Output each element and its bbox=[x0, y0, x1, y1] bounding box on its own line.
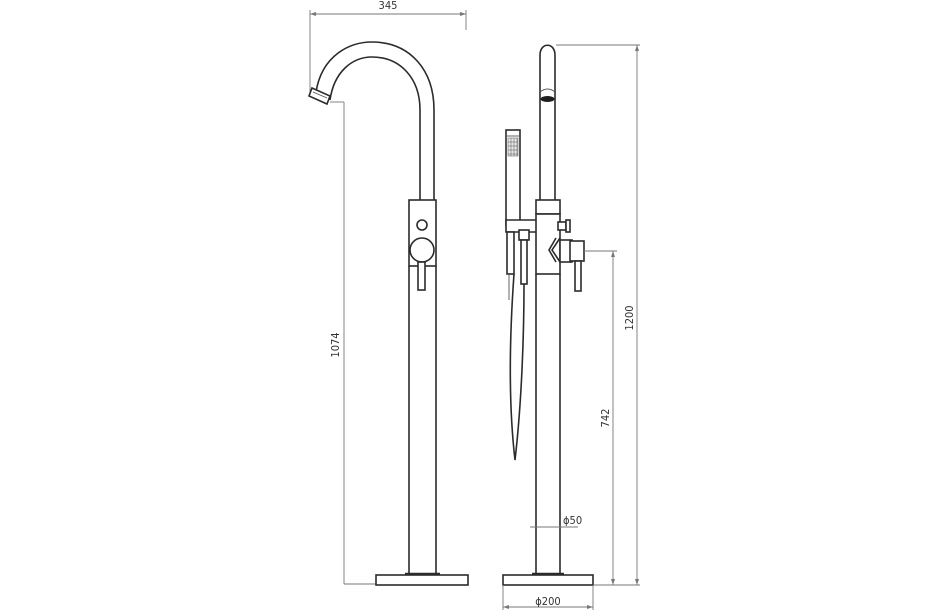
dimension-lever-height: 742 bbox=[584, 250, 617, 585]
column bbox=[408, 266, 437, 574]
dimension-label-phi50: ϕ50 bbox=[563, 514, 582, 527]
dimension-spout-height: 1074 bbox=[329, 101, 378, 585]
dimension-spout-reach: 345 bbox=[309, 0, 467, 92]
side-mixer-body bbox=[535, 199, 585, 292]
dimension-label-1074: 1074 bbox=[329, 332, 342, 357]
dimension-overall-height: 1200 bbox=[556, 44, 640, 586]
base bbox=[375, 572, 469, 586]
mixer-body bbox=[408, 199, 437, 291]
dimension-label-345: 345 bbox=[379, 0, 398, 12]
dimension-column-diameter: ϕ50 bbox=[530, 514, 582, 528]
dimension-base-diameter: ϕ200 bbox=[502, 585, 594, 610]
dimension-label-phi200: ϕ200 bbox=[535, 595, 560, 608]
spout bbox=[307, 41, 435, 200]
dimension-label-1200: 1200 bbox=[623, 305, 636, 330]
side-column bbox=[535, 274, 561, 574]
dimension-label-742: 742 bbox=[599, 409, 612, 428]
side-view: 1200 742 ϕ50 ϕ200 bbox=[502, 44, 640, 610]
riser-pipe bbox=[539, 44, 556, 200]
front-view: 345 1074 bbox=[307, 0, 469, 586]
side-base bbox=[502, 572, 594, 586]
hand-shower bbox=[505, 129, 541, 461]
